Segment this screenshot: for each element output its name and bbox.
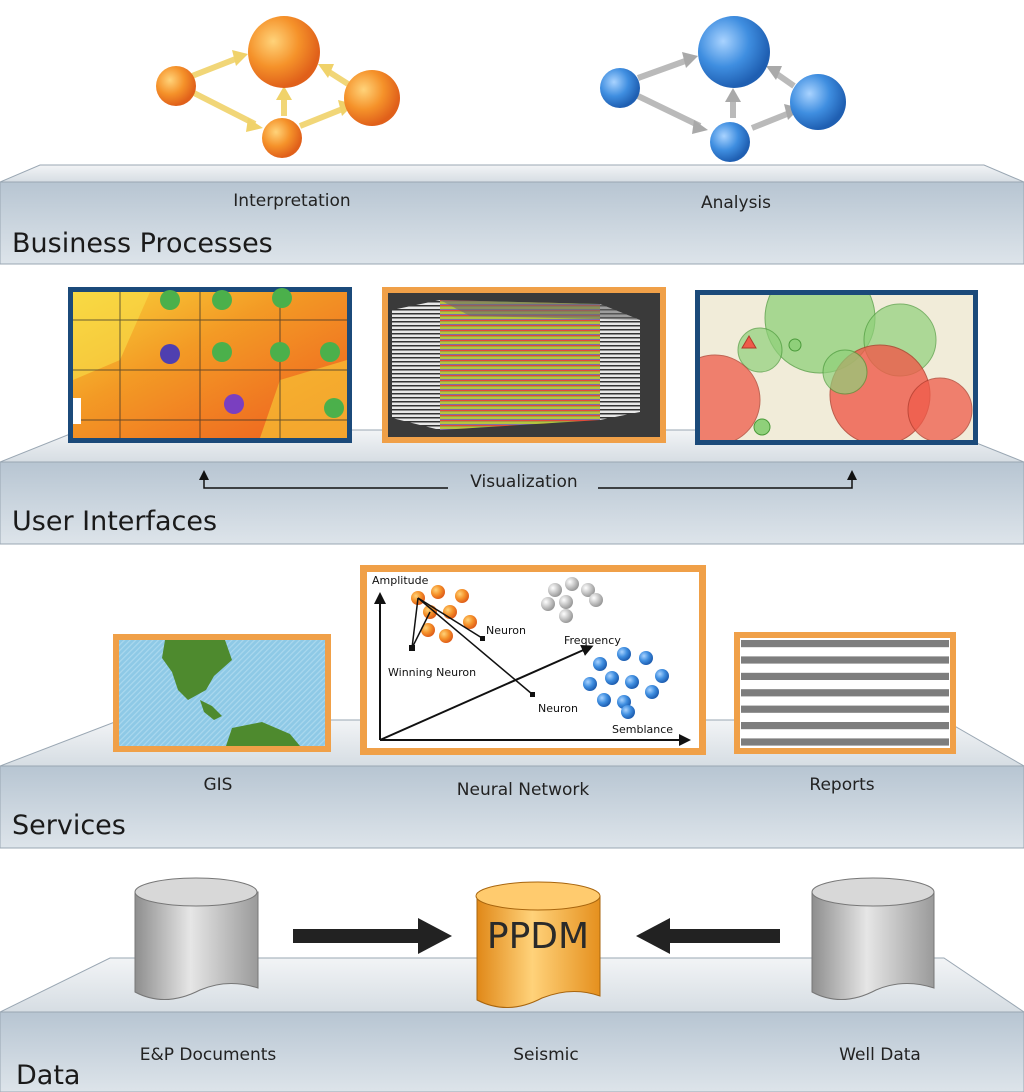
bubble-map-screen [695,290,978,445]
ep-documents-label: E&P Documents [140,1045,277,1065]
visualization-arrow-right-head [847,470,857,480]
analysis-label: Analysis [701,193,771,213]
report-row [741,722,949,730]
report-row [741,697,949,705]
report-row [741,705,949,713]
neuron-label-top: Neuron [486,624,526,637]
grey-neuron-cluster [541,577,603,623]
report-row [741,664,949,672]
report-row [741,672,949,680]
neuron-links [411,597,533,695]
reports-label: Reports [809,775,874,795]
visualization-arrow-left-head [199,470,209,480]
ep-documents-database-icon [134,877,259,1001]
seismic-label: Seismic [513,1045,578,1065]
neural-network-label: Neural Network [457,780,590,800]
semblance-label: Semblance [612,723,673,736]
well-data-label: Well Data [839,1045,921,1065]
gis-map-screen [113,634,331,752]
report-row [741,681,949,689]
right-data-arrow [636,918,780,954]
neuron-label-bottom: Neuron [538,702,578,715]
seismic-volume-screen [382,287,666,443]
user-interfaces-title: User Interfaces [12,506,217,537]
gis-label: GIS [204,775,233,795]
report-row [741,640,949,648]
winning-neuron-label: Winning Neuron [388,666,476,679]
left-data-arrow [293,918,452,954]
report-row [741,713,949,721]
reports-table-screen [734,632,956,754]
business-processes-title: Business Processes [12,228,273,259]
report-row [741,730,949,738]
ppdm-label: PPDM [487,916,589,957]
analysis-network-icon [600,16,846,162]
heatmap-screen [68,287,352,443]
data-title: Data [16,1060,80,1091]
interpretation-network-icon [156,16,400,158]
report-row [741,738,949,746]
interpretation-label: Interpretation [233,191,350,211]
neural-network-screen: Amplitude Neuron Winning Neuron Neuron F… [360,565,706,755]
report-row [741,648,949,656]
visualization-label: Visualization [470,472,577,492]
visualization-arrow [203,478,853,489]
well-data-database-icon [811,877,935,1001]
amplitude-label: Amplitude [372,574,429,587]
business-processes-layer [0,164,1024,265]
report-row [741,689,949,697]
report-row [741,656,949,664]
ppdm-database-icon: PPDM [475,881,601,1009]
blue-neuron-cluster [583,647,669,719]
services-title: Services [12,810,126,841]
frequency-label: Frequency [564,634,621,647]
